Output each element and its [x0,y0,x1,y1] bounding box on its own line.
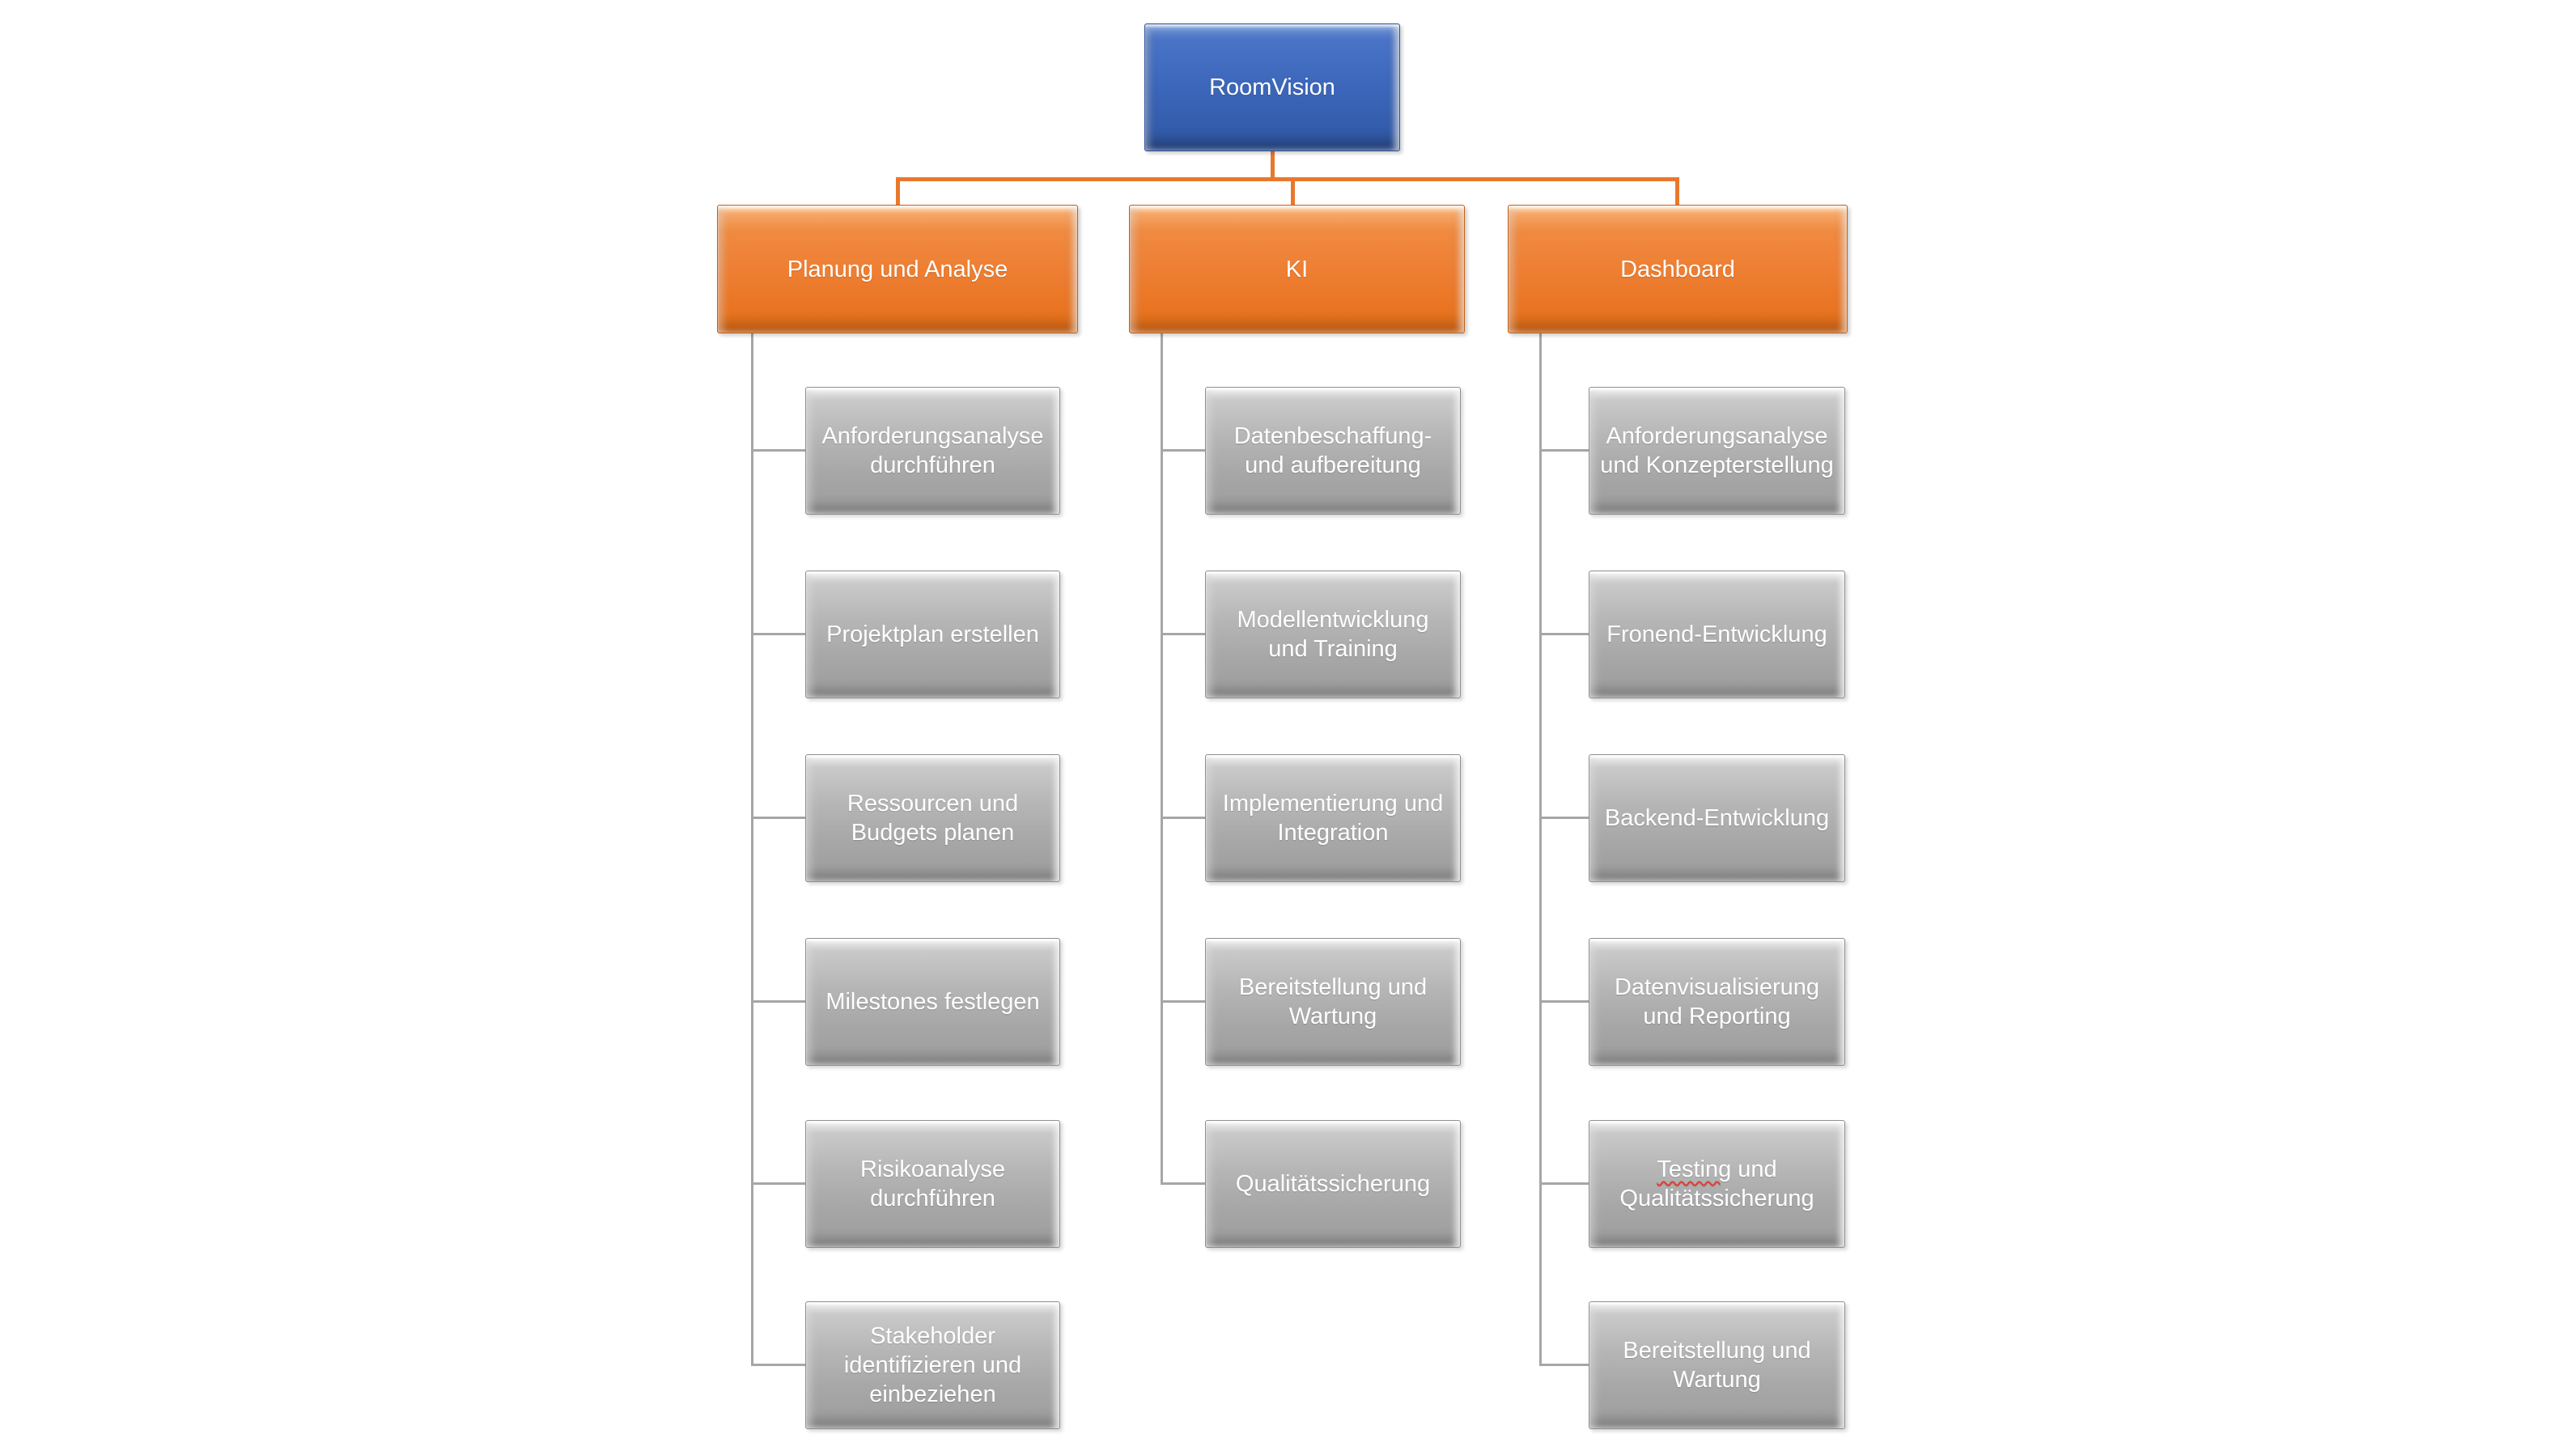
task-label: Backend-Entwicklung [1604,805,1830,831]
task-node-projektplan-erstellen[interactable]: Projektplan erstellen [805,571,1060,698]
connector-branch-rail [896,177,1679,181]
connector-stub [1161,817,1205,819]
connector-stub [1539,449,1589,452]
task-label: Projektplan erstellen [826,622,1039,647]
task-node-anforderungsanalyse-durchfuehren[interactable]: Anforderungsanalyse durchführen [805,387,1060,515]
task-node-milestones-festlegen[interactable]: Milestones festlegen [805,938,1060,1066]
task-label: Bereitstellung und Wartung [1623,1338,1811,1393]
connector-root-trunk [1271,151,1275,181]
task-node-modellentwicklung-und-training[interactable]: Modellentwicklung und Training [1205,571,1461,698]
connector-stub [1161,1000,1205,1003]
spellcheck-underline: Testing [1657,1156,1732,1182]
connector-spine-dashboard [1539,333,1542,1365]
connector-spine-planung [751,333,753,1365]
task-node-ressourcen-und-budgets-planen[interactable]: Ressourcen und Budgets planen [805,754,1060,882]
task-label: Modellentwicklung und Training [1237,607,1429,662]
task-label: Ressourcen und Budgets planen [847,791,1019,846]
task-node-backend-entwicklung[interactable]: Backend-Entwicklung [1589,754,1845,882]
connector-drop-planung [896,179,900,205]
branch-label: Planung und Analyse [787,256,1008,282]
branch-node-dashboard[interactable]: Dashboard [1508,205,1848,333]
branch-label: Dashboard [1620,256,1735,282]
task-label: Testing und Qualitätssicherung [1619,1156,1814,1211]
task-node-implementierung-und-integration[interactable]: Implementierung und Integration [1205,754,1461,882]
branch-label: KI [1285,256,1309,282]
connector-stub [751,1182,805,1185]
connector-stub [751,1000,805,1003]
connector-stub [1539,1364,1589,1366]
connector-drop-ki [1291,179,1295,205]
task-node-datenvisualisierung-und-reporting[interactable]: Datenvisualisierung und Reporting [1589,938,1845,1066]
task-label: Anforderungsanalyse durchführen [821,423,1044,478]
connector-stub [1539,633,1589,635]
task-node-stakeholder-identifizieren[interactable]: Stakeholder identifizieren und einbezieh… [805,1301,1060,1429]
task-node-risikoanalyse-durchfuehren[interactable]: Risikoanalyse durchführen [805,1120,1060,1248]
connector-stub [751,1364,805,1366]
task-node-datenbeschaffung-und-aufbereitung[interactable]: Datenbeschaffung- und aufbereitung [1205,387,1461,515]
task-node-qualitaetssicherung[interactable]: Qualitätssicherung [1205,1120,1461,1248]
connector-stub [1161,1182,1205,1185]
task-label: Stakeholder identifizieren und einbezieh… [843,1323,1022,1407]
task-label: Qualitätssicherung [1235,1171,1431,1197]
task-node-fronend-entwicklung[interactable]: Fronend-Entwicklung [1589,571,1845,698]
connector-stub [751,633,805,635]
task-label: Implementierung und Integration [1222,791,1444,846]
connector-stub [1161,449,1205,452]
root-label: RoomVision [1209,74,1335,100]
task-node-bereitstellung-und-wartung-ki[interactable]: Bereitstellung und Wartung [1205,938,1461,1066]
connector-stub [1539,1182,1589,1185]
connector-stub [1539,1000,1589,1003]
root-node-roomvision[interactable]: RoomVision [1144,23,1400,151]
connector-drop-dashboard [1675,179,1679,205]
task-label: Datenvisualisierung und Reporting [1614,974,1820,1029]
task-node-anforderungsanalyse-und-konzepterstellung[interactable]: Anforderungsanalyse und Konzepterstellun… [1589,387,1845,515]
task-label: Anforderungsanalyse und Konzepterstellun… [1600,423,1834,478]
task-label: Milestones festlegen [825,989,1040,1015]
branch-node-planung-und-analyse[interactable]: Planung und Analyse [717,205,1078,333]
connector-stub [1539,817,1589,819]
task-label: Risikoanalyse durchführen [860,1156,1005,1211]
connector-stub [751,449,805,452]
task-label: Datenbeschaffung- und aufbereitung [1233,423,1432,478]
task-label: Bereitstellung und Wartung [1238,974,1428,1029]
task-label: Fronend-Entwicklung [1606,622,1827,647]
connector-stub [751,817,805,819]
connector-spine-ki [1161,333,1163,1184]
connector-stub [1161,633,1205,635]
task-node-testing-und-qualitaetssicherung[interactable]: Testing und Qualitätssicherung [1589,1120,1845,1248]
task-node-bereitstellung-und-wartung-dashboard[interactable]: Bereitstellung und Wartung [1589,1301,1845,1429]
branch-node-ki[interactable]: KI [1129,205,1465,333]
